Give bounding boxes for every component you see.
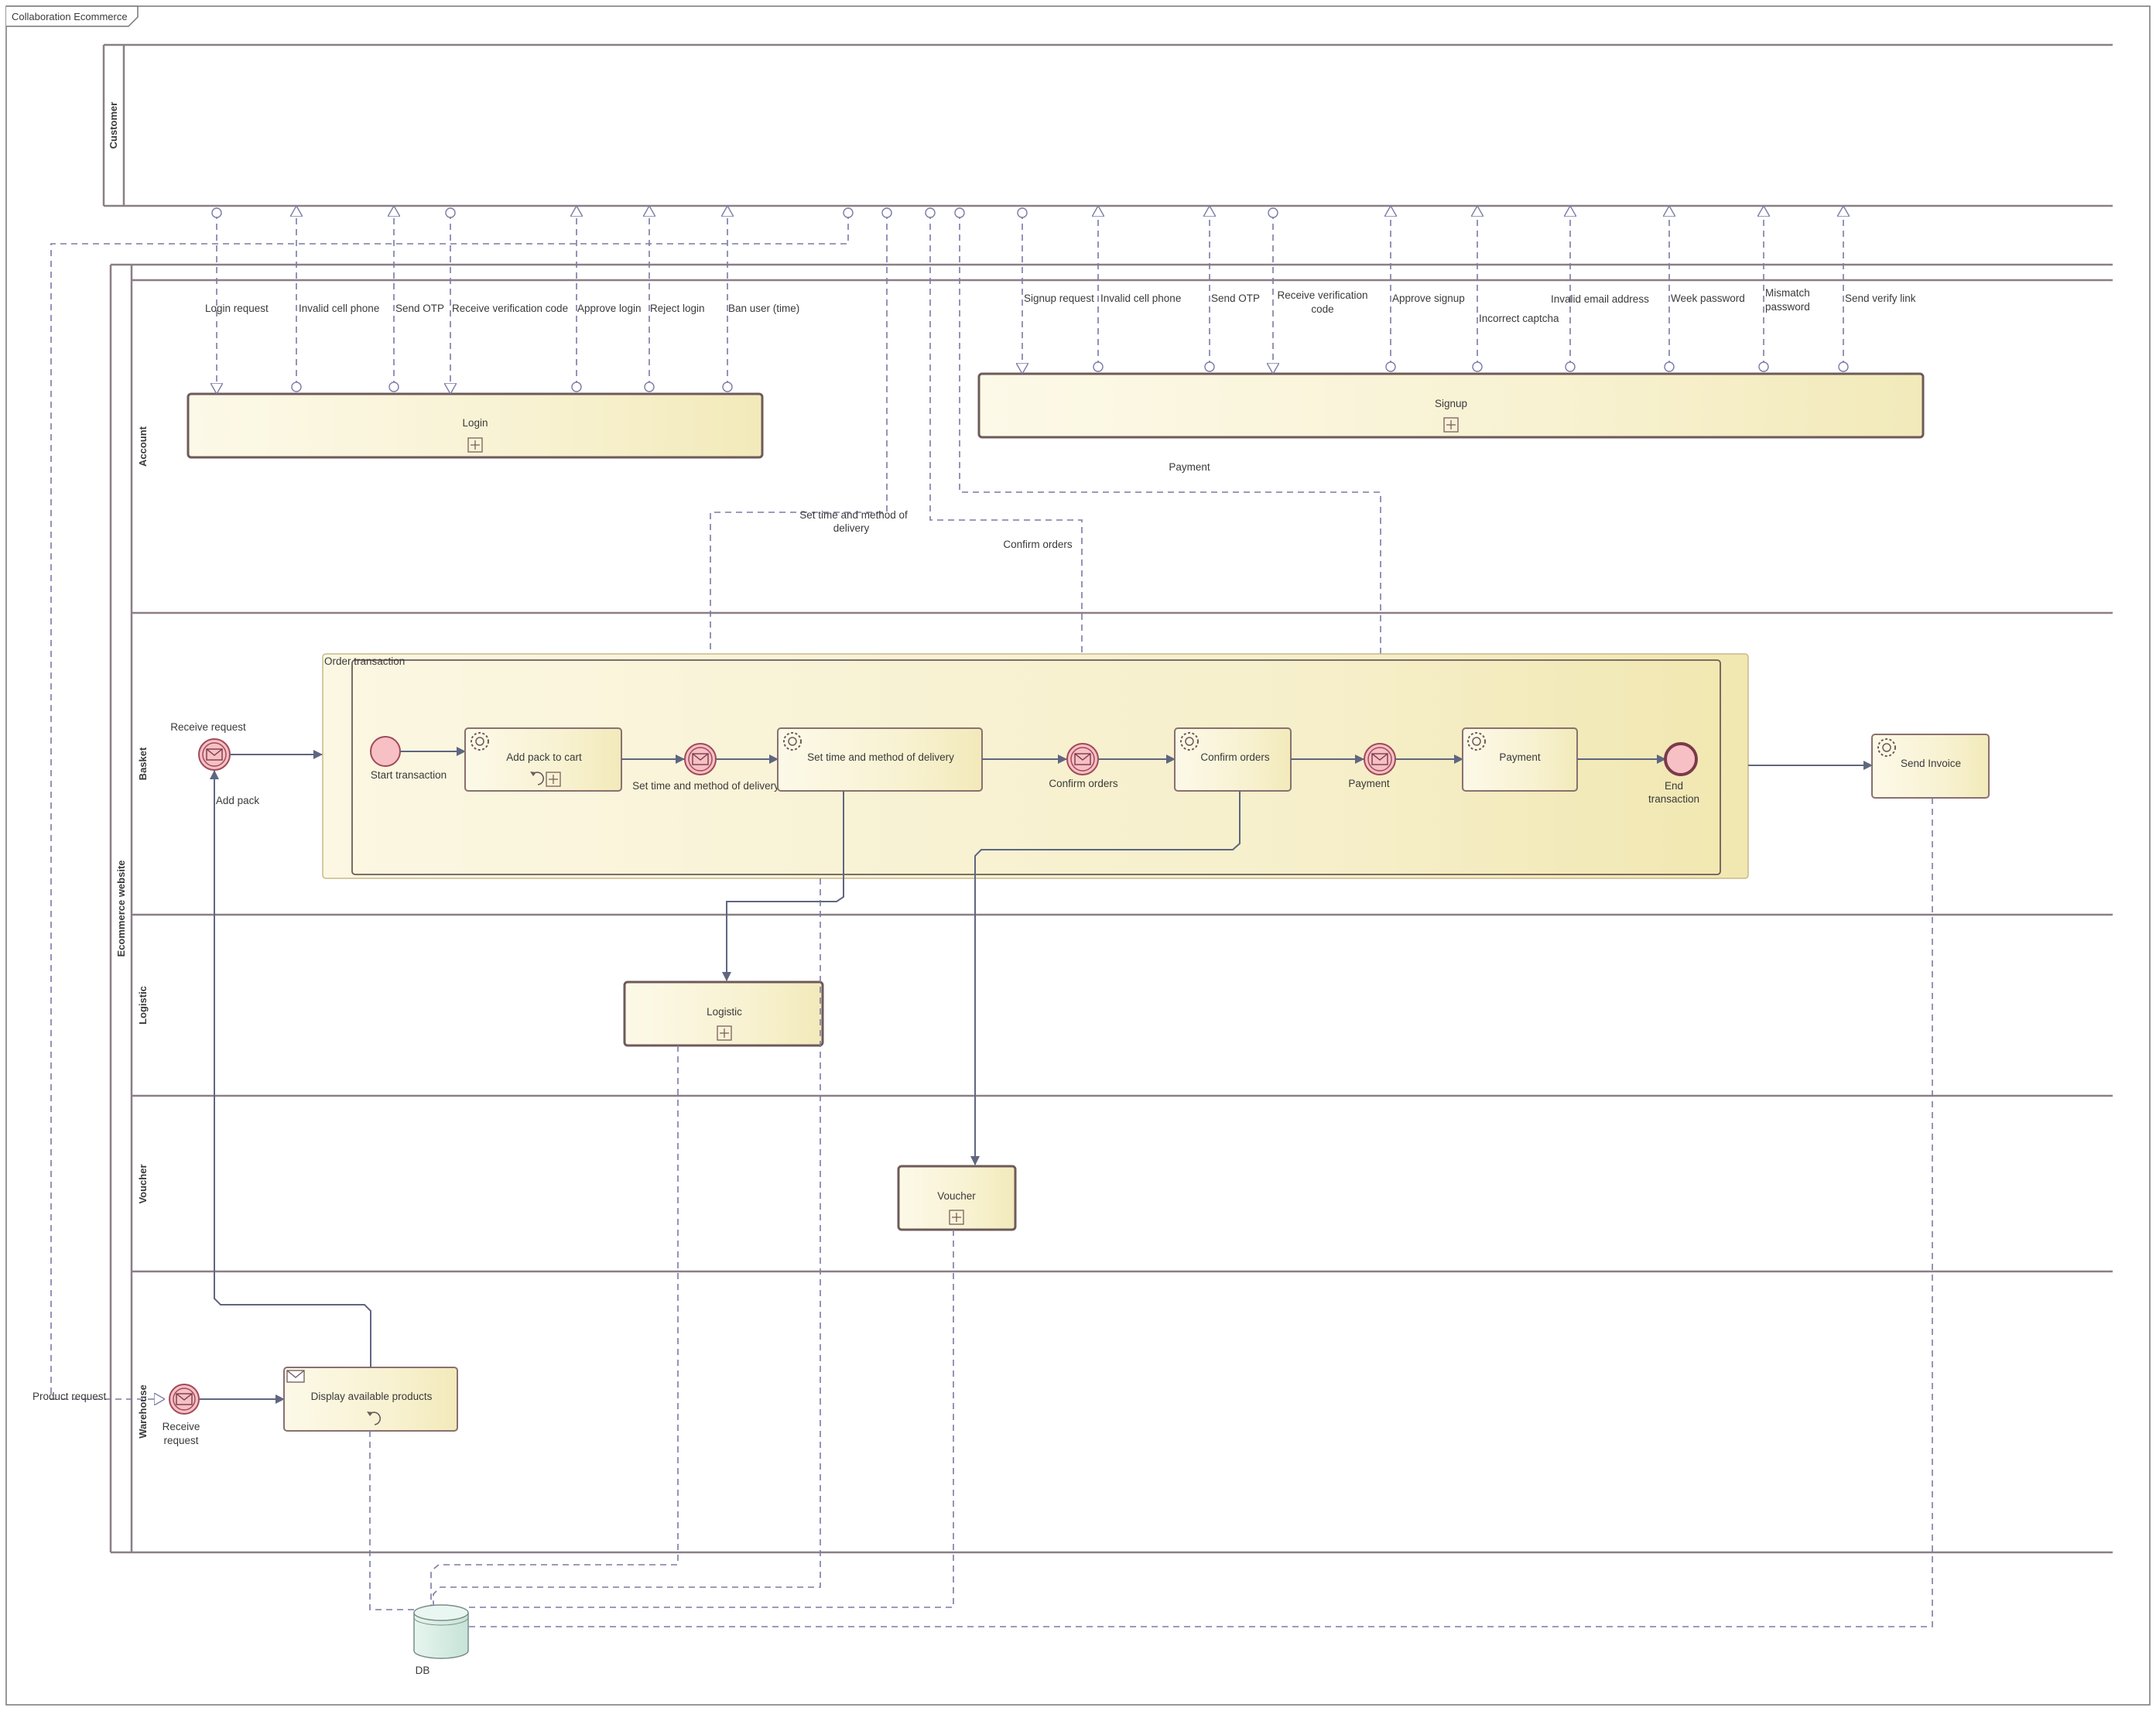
msg-label: Send OTP xyxy=(1211,293,1260,304)
receive-request-event[interactable] xyxy=(198,738,231,771)
event-label: Receive xyxy=(163,1421,200,1432)
msg-label: Send OTP xyxy=(395,303,444,314)
ecommerce-pool-label: Ecommerce website xyxy=(115,860,127,956)
msg-label: code xyxy=(1311,303,1333,315)
login-message-flows xyxy=(217,207,727,393)
task-label: Confirm orders xyxy=(1200,751,1270,763)
event-label: Payment xyxy=(1348,778,1390,789)
msg-label: Week password xyxy=(1671,293,1745,304)
event-label: Confirm orders xyxy=(1049,778,1118,789)
lane-warehouse-label: Warehouse xyxy=(137,1384,149,1439)
loop-icon xyxy=(367,1412,381,1425)
task-label: Payment xyxy=(1499,751,1541,763)
voucher-subprocess[interactable]: Voucher xyxy=(897,1165,1017,1231)
msg-label: Send verify link xyxy=(1845,293,1916,304)
login-subprocess[interactable]: Login xyxy=(187,392,764,459)
msg-label: Invalid cell phone xyxy=(1100,293,1181,304)
msg-label: Receive verification code xyxy=(452,303,568,314)
set-time-task[interactable]: Set time and method of delivery xyxy=(777,727,983,792)
customer-pool: Customer xyxy=(102,43,2113,207)
lane-logistic-label: Logistic xyxy=(137,986,149,1025)
msg-label: Approve login xyxy=(577,303,642,314)
voucher-subprocess-label: Voucher xyxy=(937,1190,976,1202)
event-label: Receive request xyxy=(170,721,246,733)
msg-label: Invalid email address xyxy=(1551,293,1649,305)
receive-request-warehouse-event[interactable] xyxy=(169,1384,200,1415)
task-label: Set time and method of delivery xyxy=(807,751,954,763)
order-transaction-label: Order transaction xyxy=(324,655,405,667)
msg-label: Login request xyxy=(205,303,269,314)
signup-message-labels: Signup request Invalid cell phone Send O… xyxy=(1024,287,1916,324)
event-label: Set time and method of delivery xyxy=(632,780,779,792)
service-gear-icon xyxy=(471,732,489,751)
msg-label: password xyxy=(1765,301,1810,313)
logistic-subprocess[interactable]: Logistic xyxy=(623,980,824,1047)
collapsed-marker-icon xyxy=(546,772,561,787)
event-label: transaction xyxy=(1648,793,1699,805)
service-gear-icon xyxy=(1180,732,1199,751)
envelope-icon xyxy=(176,1393,193,1405)
flow-label: delivery xyxy=(833,522,870,534)
task-label: Send Invoice xyxy=(1901,758,1961,769)
confirm-orders-task[interactable]: Confirm orders xyxy=(1174,727,1292,792)
service-gear-icon xyxy=(1877,738,1896,757)
msg-label: Invalid cell phone xyxy=(299,303,379,314)
lane-basket-label: Basket xyxy=(137,747,149,780)
task-label: Display available products xyxy=(311,1391,433,1402)
login-subprocess-label: Login xyxy=(462,417,488,429)
lane-voucher-label: Voucher xyxy=(137,1164,149,1203)
envelope-icon xyxy=(206,748,223,761)
set-time-event[interactable] xyxy=(684,743,717,775)
msg-label: Ban user (time) xyxy=(728,303,799,314)
msg-label: Incorrect captcha xyxy=(1479,313,1559,324)
payment-task[interactable]: Payment xyxy=(1462,727,1578,792)
end-event[interactable] xyxy=(1664,742,1698,776)
signup-subprocess[interactable]: Signup xyxy=(977,372,1925,439)
flow-label: Product request xyxy=(33,1391,107,1402)
lane-account-label: Account xyxy=(137,426,149,467)
msg-label: Reject login xyxy=(650,303,705,314)
frame-title: Collaboration Ecommerce xyxy=(12,11,128,22)
payment-event[interactable] xyxy=(1364,743,1396,775)
logistic-subprocess-label: Logistic xyxy=(707,1006,742,1018)
collapsed-marker-icon xyxy=(717,1025,732,1041)
envelope-icon xyxy=(1371,753,1388,765)
login-message-labels: Login request Invalid cell phone Send OT… xyxy=(205,303,799,314)
flow-label: Set time and method of xyxy=(799,509,908,521)
msg-label: Receive verification xyxy=(1277,289,1367,301)
event-label: Start transaction xyxy=(371,769,447,781)
msg-label: Signup request xyxy=(1024,293,1094,304)
flow-label: Add pack xyxy=(216,795,260,806)
service-gear-icon xyxy=(1467,732,1486,751)
flow-label: Confirm orders xyxy=(1003,539,1073,550)
loop-icon xyxy=(530,772,544,785)
signup-message-flows xyxy=(1022,207,1843,373)
customer-pool-label: Customer xyxy=(108,102,119,149)
add-pack-task[interactable]: Add pack to cart xyxy=(464,727,622,792)
db-data-store[interactable] xyxy=(413,1604,469,1659)
db-label: DB xyxy=(416,1665,430,1676)
msg-label: Mismatch xyxy=(1765,287,1810,299)
db-associations xyxy=(369,798,1933,1627)
envelope-icon xyxy=(1074,753,1091,765)
msg-label: Approve signup xyxy=(1392,293,1465,304)
basket-message-flows: Set time and method of delivery Confirm … xyxy=(33,213,1381,1402)
diagram-frame: Collaboration Ecommerce xyxy=(5,5,2151,1706)
display-products-task[interactable]: Display available products xyxy=(283,1367,458,1432)
signup-subprocess-label: Signup xyxy=(1435,398,1467,409)
send-invoice-task[interactable]: Send Invoice xyxy=(1871,734,1990,799)
collapsed-marker-icon xyxy=(949,1210,964,1225)
event-label: End xyxy=(1665,780,1683,792)
start-event[interactable] xyxy=(370,736,401,767)
service-gear-icon xyxy=(783,732,802,751)
flow-label: Payment xyxy=(1169,461,1210,473)
envelope-icon xyxy=(286,1370,305,1383)
task-label: Add pack to cart xyxy=(506,751,582,763)
confirm-orders-event[interactable] xyxy=(1066,743,1099,775)
collapsed-marker-icon xyxy=(1443,417,1459,433)
envelope-icon xyxy=(692,753,709,765)
event-label: request xyxy=(163,1435,198,1446)
